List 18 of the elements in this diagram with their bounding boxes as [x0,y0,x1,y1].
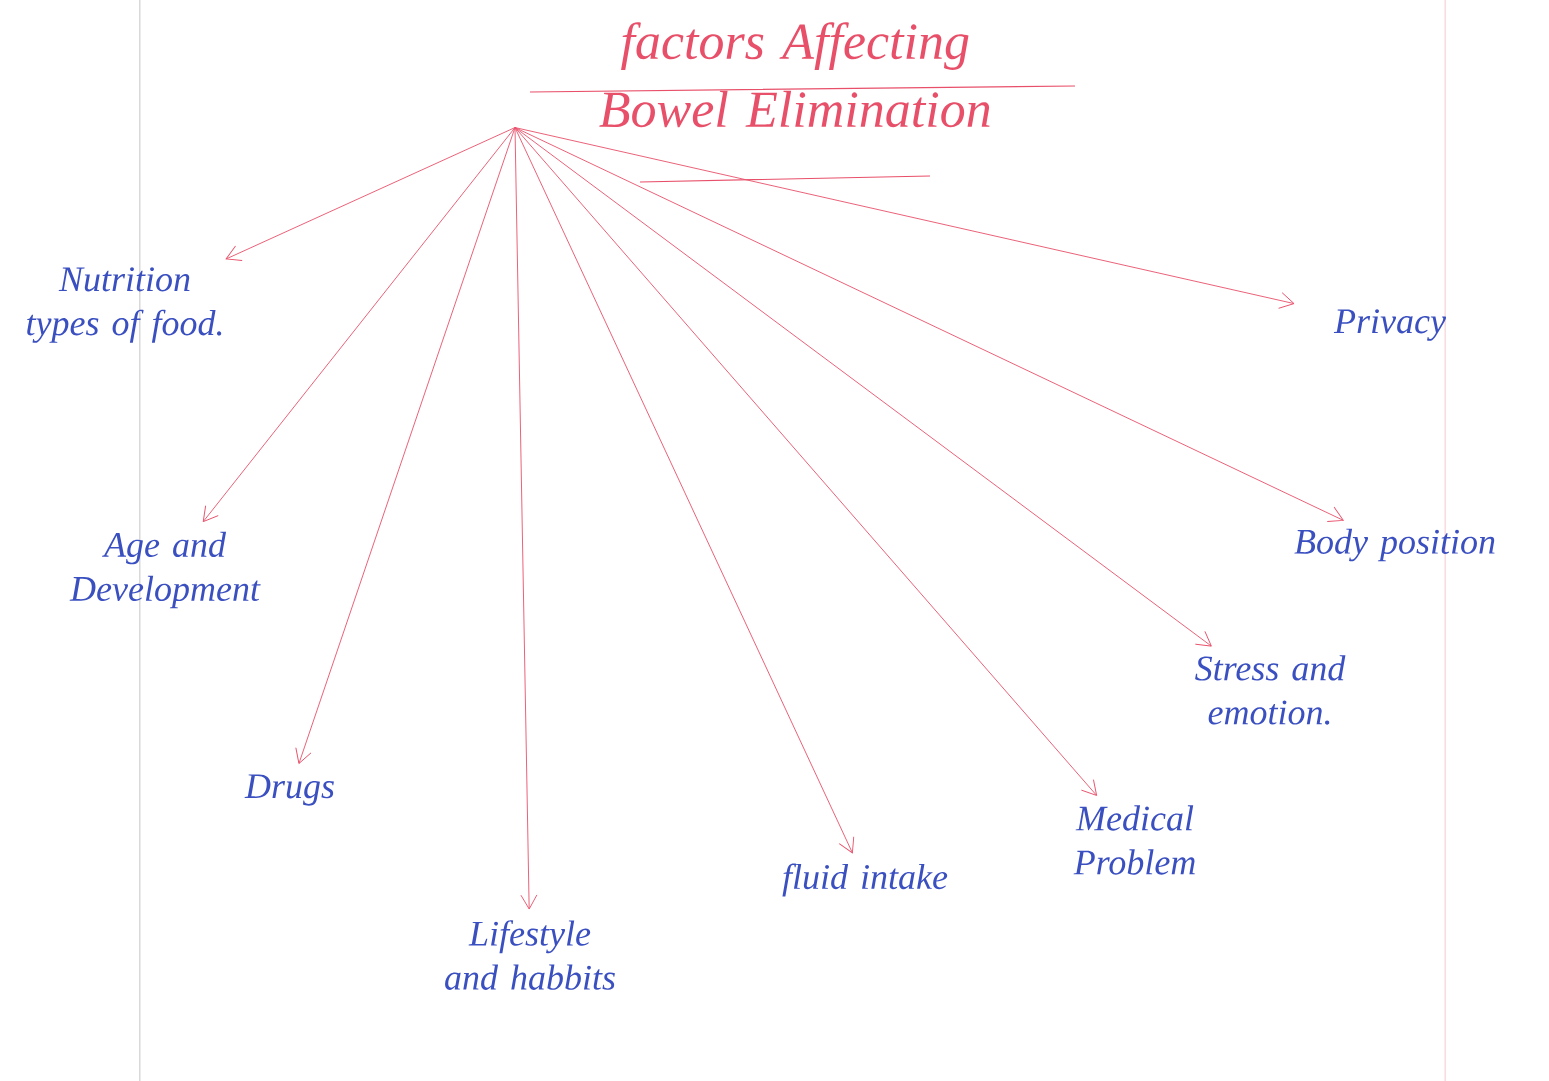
arrow [295,127,516,764]
arrow [514,127,1098,796]
factor-label: Drugs [244,774,334,806]
arrow [514,127,855,854]
arrow [202,127,516,523]
factor-label: fluid intake [782,863,948,897]
arrow [225,127,516,261]
factor-label: Body position [1294,528,1495,562]
arrow [514,127,1295,309]
factor-label: Age and Development [69,531,261,609]
arrow [514,127,1212,647]
factor-label: Nutrition types of food. [27,267,222,343]
arrow [514,127,538,910]
factor-label: Medical Problem [1073,805,1195,875]
factor-label: Privacy [1333,309,1446,341]
title-text: factors Affecting Bowel Elimination [599,22,990,128]
factor-label: Stress and emotion. [1195,655,1346,725]
factor-label: Lifestyle and habbits [445,920,615,990]
